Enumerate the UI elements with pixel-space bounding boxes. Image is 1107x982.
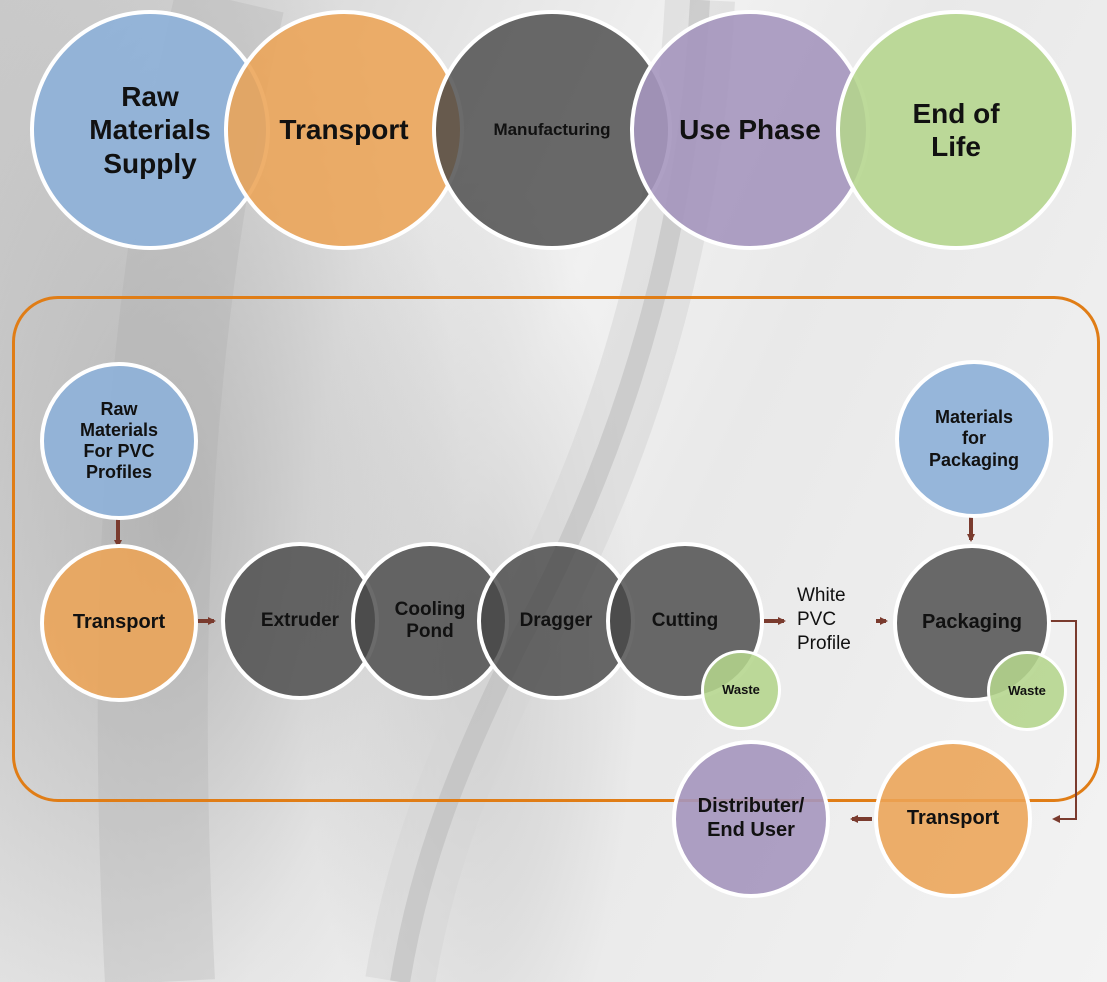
transport-out-node: Transport: [874, 740, 1032, 898]
distributer-end-user-node: Distributer/ End User: [672, 740, 830, 898]
phase-transport: Transport: [224, 10, 464, 250]
transport-in-node: Transport: [40, 544, 198, 702]
arrow-packaging-to-transport: [1049, 620, 1077, 823]
phase-end-of-life: End of Life: [836, 10, 1076, 250]
manufacturing-detail-frame: [12, 296, 1100, 802]
white-pvc-profile-label: White PVC Profile: [797, 585, 851, 654]
phase-use-phase: Use Phase: [630, 10, 870, 250]
cutting-waste-node: Waste: [701, 650, 781, 730]
raw-materials-pvc-node: Raw Materials For PVC Profiles: [40, 362, 198, 520]
packaging-waste-node: Waste: [987, 651, 1067, 731]
materials-packaging-node: Materials for Packaging: [895, 360, 1053, 518]
